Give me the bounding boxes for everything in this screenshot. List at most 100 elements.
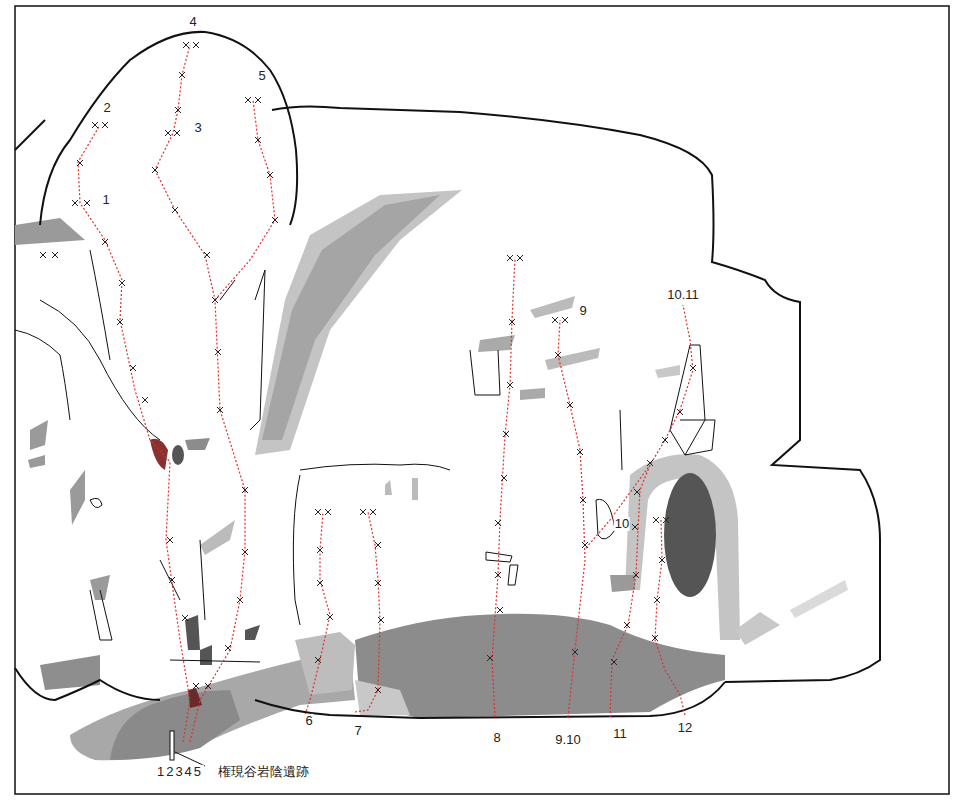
route-number: 6: [304, 714, 313, 728]
bolt: [378, 617, 384, 623]
bolt: [375, 542, 381, 548]
bolt: [662, 437, 668, 443]
route-number: 9: [578, 304, 587, 318]
route-number: 5: [257, 69, 266, 83]
route-number: 7: [353, 724, 362, 738]
bolt: [370, 509, 376, 515]
route-number: 3: [193, 121, 202, 135]
bolt: [632, 524, 638, 530]
route-numbers: 12345: [156, 765, 204, 779]
route-number: 10.11: [666, 288, 700, 302]
bolt: [653, 517, 659, 523]
bolt: [205, 683, 211, 689]
bolt: [174, 130, 180, 136]
bolt: [92, 122, 98, 128]
rock-outline: [15, 32, 880, 718]
bolt: [580, 497, 586, 503]
bolt: [325, 509, 331, 515]
route-number: 2: [102, 101, 111, 115]
frame: [15, 6, 949, 794]
bolt: [495, 572, 501, 578]
bolt: [690, 365, 696, 371]
rock-shading: [15, 190, 848, 760]
bolt: [487, 655, 493, 661]
bolt: [165, 130, 171, 136]
route-number: 11: [612, 727, 628, 741]
bolt: [84, 200, 90, 206]
bolt: [495, 520, 501, 526]
bolt: [169, 577, 175, 583]
bolt: [72, 200, 78, 206]
bolt: [179, 72, 185, 78]
bolt: [572, 649, 578, 655]
bolt: [360, 509, 366, 515]
bolt: [40, 252, 46, 258]
bolt: [255, 97, 261, 103]
route-number: 8: [492, 731, 501, 745]
bolt: [634, 489, 640, 495]
bolt: [555, 352, 561, 358]
bolt: [624, 622, 630, 628]
climbing-routes: [78, 45, 693, 742]
bolt: [375, 687, 381, 693]
route-number: 12: [677, 721, 693, 735]
route-number: 9.10: [554, 733, 581, 747]
bolt: [267, 172, 273, 178]
bolt: [172, 207, 178, 213]
bolt: [582, 542, 588, 548]
bolt: [152, 167, 158, 173]
bolt: [315, 657, 321, 663]
bolt: [237, 597, 243, 603]
bolt: [183, 42, 189, 48]
bolt: [654, 597, 660, 603]
bolt: [255, 137, 261, 143]
bolt: [567, 402, 573, 408]
route-number: 10: [614, 517, 630, 531]
bolt: [503, 431, 509, 437]
bolt: [317, 547, 323, 553]
bolt: [167, 537, 173, 543]
bolt: [193, 683, 199, 689]
bolt: [659, 557, 665, 563]
bolt: [577, 449, 583, 455]
bolt: [102, 122, 108, 128]
bolt: [130, 365, 136, 371]
bolt: [142, 397, 148, 403]
bolt: [509, 319, 515, 325]
bolt: [507, 382, 513, 388]
bolt: [327, 614, 333, 620]
bolt: [375, 580, 381, 586]
bolt: [501, 475, 507, 481]
bolt: [497, 607, 503, 613]
bolt: [647, 460, 653, 466]
bolt: [552, 317, 558, 323]
bolt: [272, 217, 278, 223]
bolt: [52, 252, 58, 258]
bolt: [652, 635, 658, 641]
bolt: [245, 97, 251, 103]
bolt: [182, 615, 188, 621]
bolt: [117, 319, 123, 325]
site-name: 権現谷岩陰遺跡: [217, 765, 310, 779]
bolt: [225, 645, 231, 651]
route-number: 1: [101, 193, 110, 207]
bolt: [217, 407, 223, 413]
bolt: [317, 580, 323, 586]
bolt: [102, 239, 108, 245]
bolt: [562, 317, 568, 323]
bolt: [242, 487, 248, 493]
bolt: [77, 160, 83, 166]
bolt: [119, 280, 125, 286]
bolt-marks: [40, 42, 696, 693]
bolt: [611, 659, 617, 665]
bolt: [242, 549, 248, 555]
bolt: [204, 252, 210, 258]
route-number: 4: [188, 15, 197, 29]
bolt: [633, 572, 639, 578]
site-marker: [170, 731, 174, 760]
bolt: [315, 509, 321, 515]
bolt: [677, 409, 683, 415]
bolt: [517, 255, 523, 261]
